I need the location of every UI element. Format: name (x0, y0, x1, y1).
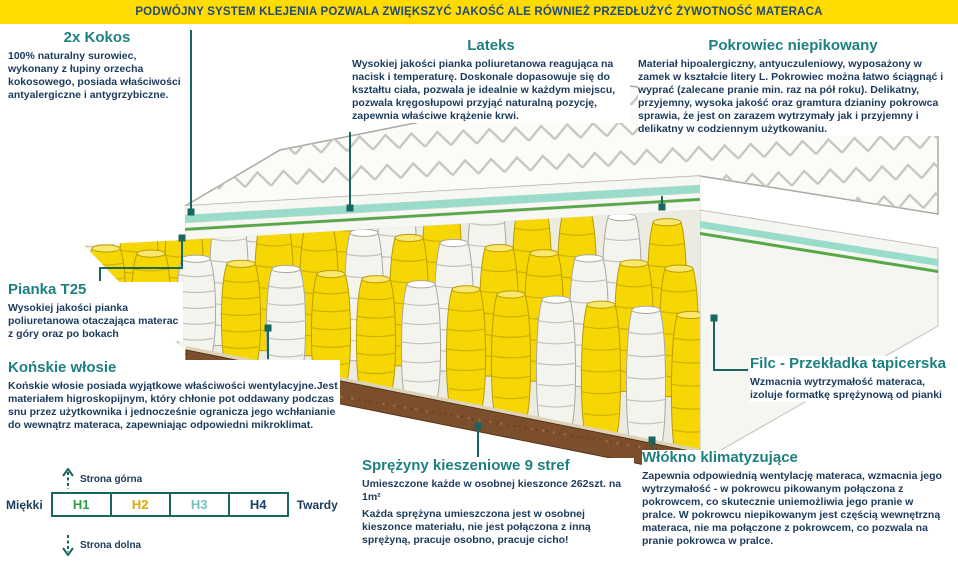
scale-hard-label: Twardy (296, 497, 338, 512)
label-block-kokos: 2x Kokos 100% naturalny surowiec, wykona… (8, 29, 186, 102)
wlokno-title: Włókno klimatyzujące (642, 449, 798, 466)
bottom-side-indicator: Strona dolna (62, 534, 141, 556)
mattress-right-face (699, 209, 939, 463)
lateks-description: Wysokiej jakości pianka poliuretanowa re… (352, 57, 616, 123)
connector-pianka (99, 240, 183, 281)
top-side-label: Strona górna (80, 473, 143, 485)
label-block-pokrowiec: Pokrowiec niepikowany Materiał hipoalerg… (638, 37, 948, 137)
spring-yellow (490, 290, 532, 418)
top-banner: PODWÓJNY SYSTEM KLEJENIA POZWALA ZWIĘKSZ… (0, 0, 958, 24)
top-side-indicator: Strona górna (62, 468, 142, 490)
spring-yellow (84, 210, 103, 285)
pokrowiec-description: Materiał hipoalergiczny, antyuczuleniowy… (638, 57, 944, 136)
connector-sprezyny-marker (474, 422, 482, 430)
pokrowiec-title: Pokrowiec niepikowany (708, 37, 878, 54)
label-block-sprezyny: Sprężyny kieszeniowe 9 stref Umieszczone… (362, 457, 634, 548)
hardness-level-h2: H2 (112, 494, 171, 515)
felt-layer (185, 198, 700, 231)
label-block-konskie: Końskie włosie Końskie włosie posiada wy… (8, 359, 340, 432)
spring-white (400, 280, 442, 400)
connector-filc (713, 320, 748, 371)
connector-lateks-marker (346, 204, 354, 212)
spring-yellow (670, 310, 700, 454)
banner-text: PODWÓJNY SYSTEM KLEJENIA POZWALA ZWIĘKSZ… (135, 6, 823, 18)
connector-pokrowiec-marker (658, 203, 666, 211)
spring-yellow (445, 285, 487, 409)
filc-description: Wzmacnia wytrzymałość materaca, izoluje … (750, 375, 942, 401)
down-arrow-icon (62, 535, 74, 556)
spring-white (625, 305, 667, 445)
connector-wlokno-marker (648, 436, 656, 444)
hardness-levels: H1 H2 H3 H4 (50, 492, 289, 517)
sprezyny-description-2: Każda sprężyna umieszczona jest w osobne… (362, 507, 591, 546)
right-face-latex-line (700, 221, 938, 266)
connector-konskie-marker (264, 324, 272, 332)
konskie-description: Końskie włosie posiada wyjątkowe właściw… (8, 379, 338, 431)
lateks-title: Lateks (467, 37, 515, 54)
hardness-scale: Miękki H1 H2 H3 H4 Twardy (6, 492, 338, 517)
spring-white (265, 264, 307, 373)
connector-lines (99, 30, 748, 457)
connector-pianka-marker (178, 234, 186, 242)
pianka-title: Pianka T25 (8, 281, 87, 298)
scale-soft-label: Miękki (6, 497, 43, 512)
kokos-description: 100% naturalny surowiec, wykonany z łupi… (8, 49, 181, 101)
pocket-springs (84, 210, 700, 455)
konskie-title: Końskie włosie (8, 359, 117, 376)
spring-white (535, 295, 577, 427)
spring-yellow (580, 300, 622, 436)
label-block-pianka: Pianka T25 Wysokiej jakości pianka poliu… (8, 281, 183, 341)
sprezyny-description-1: Umieszczone każde w osobnej kieszonce 26… (362, 477, 622, 503)
filc-title: Filc - Przekładka tapicerska (750, 355, 946, 372)
sprezyny-title: Sprężyny kieszeniowe 9 stref (362, 457, 570, 474)
spring-yellow (220, 259, 262, 364)
bottom-side-label: Strona dolna (80, 539, 142, 551)
pianka-description: Wysokiej jakości pianka poliuretanowa ot… (8, 301, 179, 340)
hardness-level-h1: H1 (53, 494, 112, 515)
label-block-wlokno: Włókno klimatyzujące Zapewnia odpowiedni… (642, 449, 950, 549)
latex-layer (185, 185, 700, 223)
connector-kokos-marker (187, 208, 195, 216)
up-arrow-icon (62, 468, 74, 489)
spring-white (175, 254, 217, 355)
wlokno-description: Zapewnia odpowiednią wentylację materaca… (642, 469, 942, 548)
label-block-lateks: Lateks Wysokiej jakości pianka poliureta… (352, 37, 630, 124)
hardness-level-h4: H4 (249, 497, 267, 512)
hardness-level-h3: H3 (171, 494, 230, 515)
kokos-title: 2x Kokos (63, 29, 131, 46)
connector-filc-marker (710, 314, 718, 322)
label-block-filc: Filc - Przekładka tapicerska Wzmacnia wy… (750, 355, 950, 402)
spring-yellow (355, 275, 397, 391)
right-face-felt-line (700, 232, 938, 273)
